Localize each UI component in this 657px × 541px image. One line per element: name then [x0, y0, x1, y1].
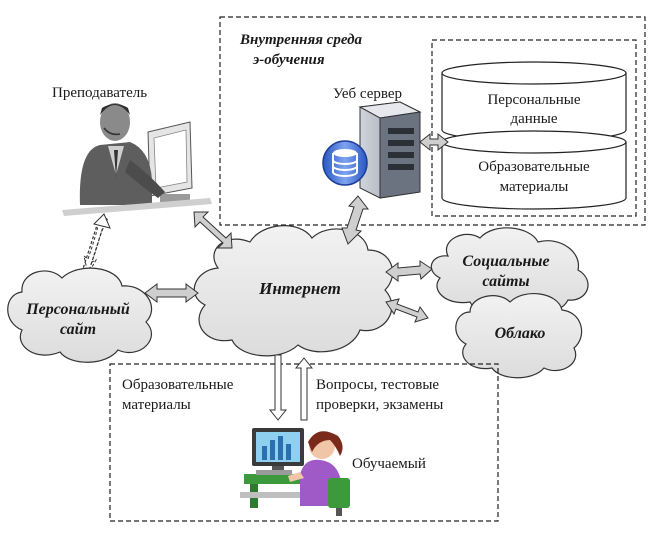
database-frame: [431, 39, 637, 217]
social-sites-cloud: Социальные сайты: [430, 227, 589, 314]
personal-data-label-1: Персональные: [487, 92, 580, 108]
learner-icon: [240, 428, 350, 516]
edu-materials-db-label-1: Образовательные: [478, 159, 590, 175]
questions-label-2: проверки, экзамены: [316, 397, 443, 413]
edu-materials-db-label-2: материалы: [500, 179, 569, 195]
edu-materials-store: Образовательные материалы: [441, 130, 627, 210]
learner-label: Обучаемый: [352, 456, 426, 472]
questions-up-arrow: [294, 357, 314, 421]
materials-down-arrow: [268, 354, 288, 421]
cloud-service-cloud: Облако: [455, 293, 583, 379]
teacher-icon: [62, 103, 212, 216]
database-icon: [322, 140, 368, 186]
social-sites-label-2: сайты: [482, 273, 529, 290]
internet-social-arrow: [385, 260, 433, 282]
internal-env-title-2: э-обучения: [252, 52, 325, 68]
site-internet-arrow: [144, 283, 199, 303]
internal-env-frame: [219, 16, 646, 226]
internet-label: Интернет: [258, 279, 341, 298]
teacher-site-arrow: [83, 216, 110, 276]
web-server-icon: [358, 101, 422, 199]
cloud-label: Облако: [495, 325, 546, 342]
edu-materials-label-2: материалы: [122, 397, 191, 413]
personal-site-label-2: сайт: [60, 321, 96, 338]
internet-cloud-arrow: [385, 298, 429, 323]
web-server-label: Уеб сервер: [333, 86, 402, 102]
social-sites-label-1: Социальные: [462, 253, 549, 270]
personal-site-label-1: Персональный: [25, 301, 130, 318]
internal-env-title-1: Внутренняя среда: [239, 32, 363, 48]
internet-cloud: Интернет: [193, 225, 394, 357]
server-internet-arrow: [341, 195, 370, 245]
personal-data-store: Персональные данные: [441, 61, 627, 142]
personal-site-cloud: Персональный сайт: [7, 267, 153, 363]
server-db-arrow: [419, 132, 449, 152]
teacher-label: Преподаватель: [52, 85, 147, 101]
teacher-internet-arrow: [193, 211, 233, 249]
personal-data-label-2: данные: [510, 111, 557, 127]
edu-materials-label-1: Образовательные: [122, 377, 234, 393]
questions-label-1: Вопросы, тестовые: [316, 377, 439, 393]
